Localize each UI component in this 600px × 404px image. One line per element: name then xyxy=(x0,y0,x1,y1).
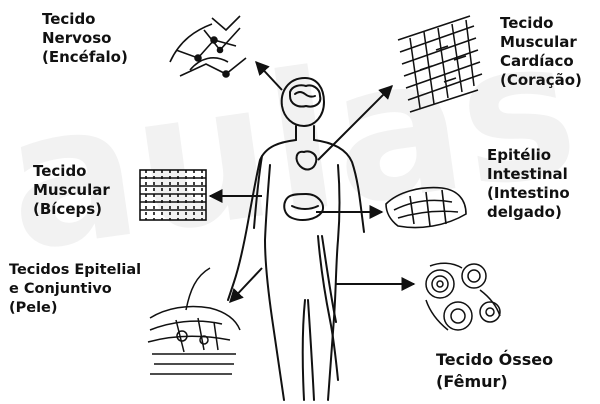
label-line: Cardíaco xyxy=(500,52,582,71)
label-line: (Coração) xyxy=(500,71,582,90)
label-tecido-osseo: Tecido Ósseo (Fêmur) xyxy=(436,349,553,393)
label-line: (Encéfalo) xyxy=(42,48,128,67)
label-line: (Fêmur) xyxy=(436,371,553,393)
label-line: Nervoso xyxy=(42,29,128,48)
label-line: (Bíceps) xyxy=(33,200,110,219)
label-line: Tecidos Epitelial xyxy=(9,261,141,280)
label-line: Tecido xyxy=(500,14,582,33)
label-line: Muscular xyxy=(33,181,110,200)
label-tecido-muscular-cardiaco: Tecido Muscular Cardíaco (Coração) xyxy=(500,14,582,90)
label-line: (Intestino xyxy=(487,184,570,203)
label-line: Muscular xyxy=(500,33,582,52)
skin-tissue-illustration xyxy=(148,268,240,374)
label-line: (Pele) xyxy=(9,299,141,318)
label-line: Tecido xyxy=(42,10,128,29)
bone-tissue-illustration xyxy=(426,263,500,330)
label-line: delgado) xyxy=(487,203,570,222)
arrow-to-pele xyxy=(230,268,262,302)
label-line: Tecido xyxy=(33,162,110,181)
label-epitelio-intestinal: Epitélio Intestinal (Intestino delgado) xyxy=(487,146,570,222)
label-tecido-nervoso: Tecido Nervoso (Encéfalo) xyxy=(42,10,128,67)
label-line: e Conjuntivo xyxy=(9,280,141,299)
label-line: Tecido Ósseo xyxy=(436,349,553,371)
label-line: Epitélio xyxy=(487,146,570,165)
label-tecido-muscular-biceps: Tecido Muscular (Bíceps) xyxy=(33,162,110,219)
label-tecidos-epitelial-conjuntivo: Tecidos Epitelial e Conjuntivo (Pele) xyxy=(9,261,141,318)
label-line: Intestinal xyxy=(487,165,570,184)
